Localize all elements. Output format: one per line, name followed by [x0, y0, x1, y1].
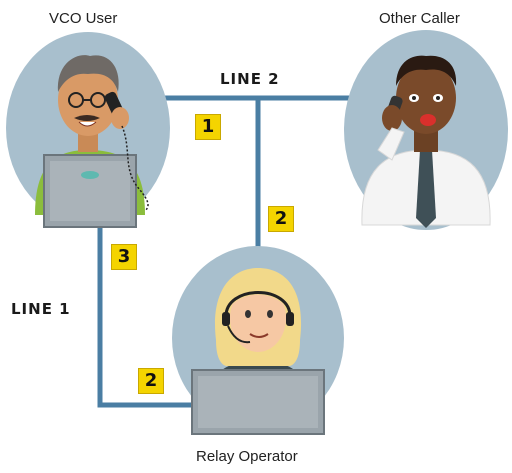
step-badge-3: 3: [111, 244, 137, 270]
step-badge-2-line1: 2: [138, 368, 164, 394]
step-badge-1: 1: [195, 114, 221, 140]
vco-user-figure: [6, 32, 170, 228]
other-caller-figure: [344, 30, 508, 230]
relay-operator-label: Relay Operator: [196, 448, 298, 465]
connection-lines: [97, 95, 355, 408]
step-badge-2-line2: 2: [268, 206, 294, 232]
vco-user-label: VCO User: [49, 10, 118, 27]
other-caller-label: Other Caller: [379, 10, 460, 27]
line-2-label: LINE 2: [220, 70, 280, 88]
line-1-label: LINE 1: [11, 300, 71, 318]
relay-operator-figure: [172, 246, 344, 435]
line-1-wire: [97, 225, 192, 408]
